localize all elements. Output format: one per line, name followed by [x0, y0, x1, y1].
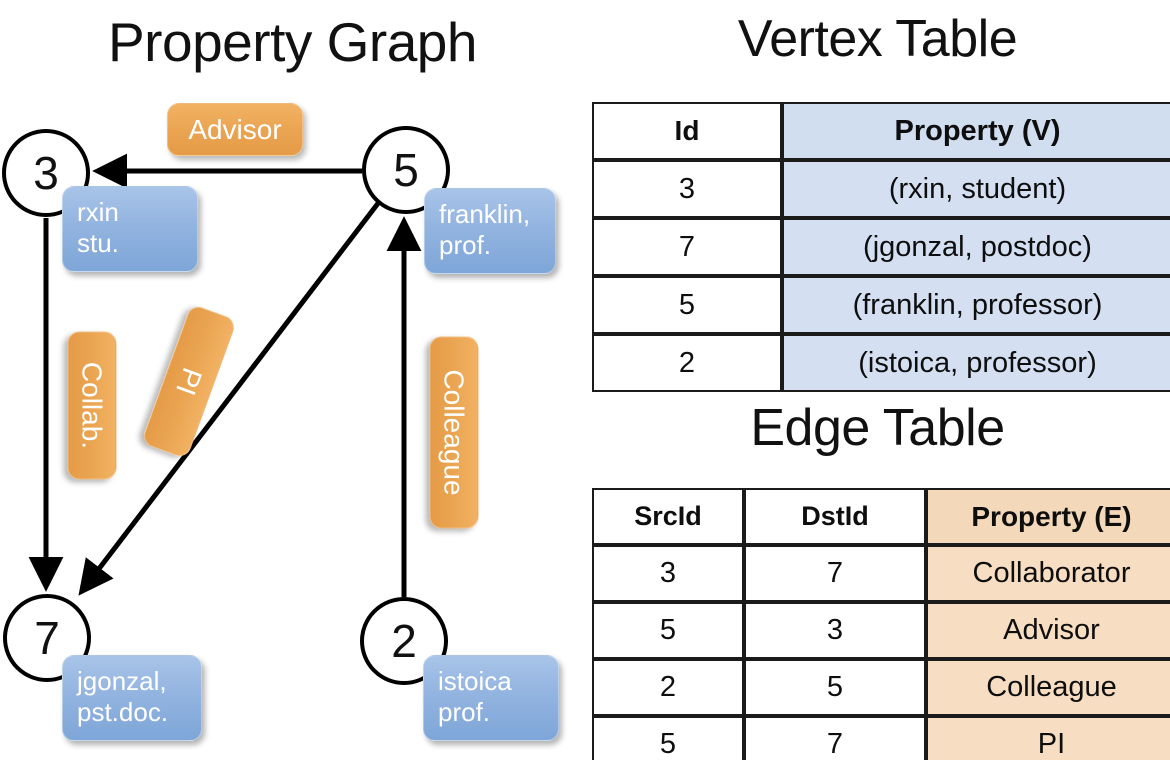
vertex-row-3-id: 2 — [592, 334, 782, 392]
vertex-table: Id Property (V) 3 (rxin, student) 7 (jgo… — [592, 102, 1170, 392]
vertex-table-header-property: Property (V) — [782, 102, 1170, 160]
edge-table-header-srcid: SrcId — [592, 488, 744, 545]
node-5-property-line-1: franklin, — [439, 199, 531, 229]
node-7-property-line-1: jgonzal, — [77, 666, 167, 696]
edge-row-2-property: Colleague — [926, 659, 1170, 716]
edge-table: SrcId DstId Property (E) 3 7 Collaborato… — [592, 488, 1170, 760]
node-3-property-line-2: stu. — [77, 228, 119, 258]
edge-row-3-property: PI — [926, 716, 1170, 760]
property-graph-title: Property Graph — [107, 11, 478, 73]
graph-node-5-label: 5 — [393, 144, 419, 196]
table-row: 2 (istoica, professor) — [592, 334, 1170, 392]
node-3-property-callout: rxin stu. — [62, 186, 198, 272]
edge-label-advisor: Advisor — [167, 103, 303, 156]
edge-arrow-5-to-7 — [78, 200, 381, 596]
node-5-property-callout: franklin, prof. — [424, 188, 556, 274]
edge-table-header-dstid: DstId — [744, 488, 926, 545]
graph-node-2-label: 2 — [391, 615, 417, 667]
vertex-row-2-id: 5 — [592, 276, 782, 334]
graph-edge-arrows — [28, 153, 422, 597]
edge-table-title: Edge Table — [750, 399, 1005, 457]
graph-node-3-label: 3 — [33, 147, 59, 199]
node-5-property-line-2: prof. — [439, 230, 492, 260]
edge-row-2-dst: 5 — [744, 659, 926, 716]
vertex-table-header-id: Id — [592, 102, 782, 160]
edge-row-0-src: 3 — [592, 545, 744, 602]
vertex-row-3-property: (istoica, professor) — [782, 334, 1170, 392]
graph-node-5[interactable]: 5 — [362, 126, 450, 214]
vertex-row-0-id: 3 — [592, 160, 782, 218]
graph-node-7-label: 7 — [34, 612, 60, 664]
vertex-row-1-id: 7 — [592, 218, 782, 276]
table-row: 3 7 Collaborator — [592, 545, 1170, 602]
edge-label-collab: Collab. — [67, 331, 117, 480]
node-2-property-line-1: istoica — [438, 666, 512, 696]
vertex-row-2-property: (franklin, professor) — [782, 276, 1170, 334]
vertex-row-0-property: (rxin, student) — [782, 160, 1170, 218]
vertex-table-header-row: Id Property (V) — [592, 102, 1170, 160]
node-7-property-callout: jgonzal, pst.doc. — [62, 655, 202, 741]
edge-table-header-property: Property (E) — [926, 488, 1170, 545]
table-row: 5 3 Advisor — [592, 602, 1170, 659]
edge-row-1-dst: 3 — [744, 602, 926, 659]
node-2-property-callout: istoica prof. — [423, 655, 559, 741]
edge-table-header-row: SrcId DstId Property (E) — [592, 488, 1170, 545]
edge-row-3-src: 5 — [592, 716, 744, 760]
graph-node-2[interactable]: 2 — [360, 597, 448, 685]
property-graph-diagram: 3 5 7 2 rxin stu. franklin, prof. jgonza… — [2, 103, 559, 741]
edge-row-1-property: Advisor — [926, 602, 1170, 659]
edge-row-2-src: 2 — [592, 659, 744, 716]
node-3-property-line-1: rxin — [77, 197, 119, 227]
edge-row-3-dst: 7 — [744, 716, 926, 760]
table-row: 5 7 PI — [592, 716, 1170, 760]
vertex-row-1-property: (jgonzal, postdoc) — [782, 218, 1170, 276]
table-row: 3 (rxin, student) — [592, 160, 1170, 218]
table-row: 2 5 Colleague — [592, 659, 1170, 716]
edge-row-1-src: 5 — [592, 602, 744, 659]
edge-label-colleague: Colleague — [429, 336, 479, 529]
table-row: 7 (jgonzal, postdoc) — [592, 218, 1170, 276]
edge-row-0-dst: 7 — [744, 545, 926, 602]
table-row: 5 (franklin, professor) — [592, 276, 1170, 334]
node-2-property-line-2: prof. — [438, 697, 491, 727]
edge-row-0-property: Collaborator — [926, 545, 1170, 602]
vertex-table-title: Vertex Table — [737, 10, 1018, 68]
node-7-property-line-2: pst.doc. — [77, 697, 169, 727]
